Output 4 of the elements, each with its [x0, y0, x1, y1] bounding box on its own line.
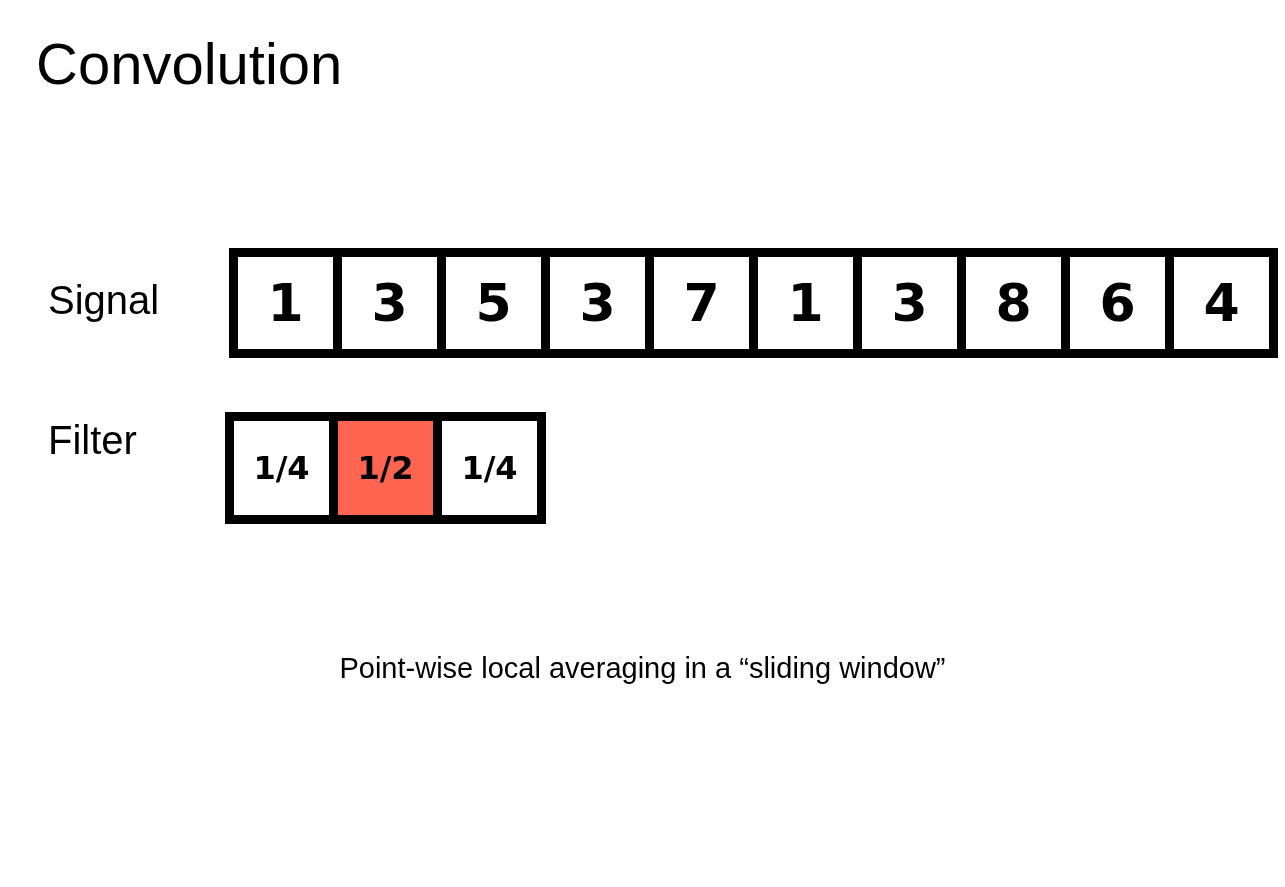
caption: Point-wise local averaging in a “sliding window” — [338, 652, 947, 685]
row-label: Signal — [48, 278, 160, 323]
slide-title: Convolution — [36, 30, 343, 97]
row-label: Filter — [48, 418, 137, 463]
